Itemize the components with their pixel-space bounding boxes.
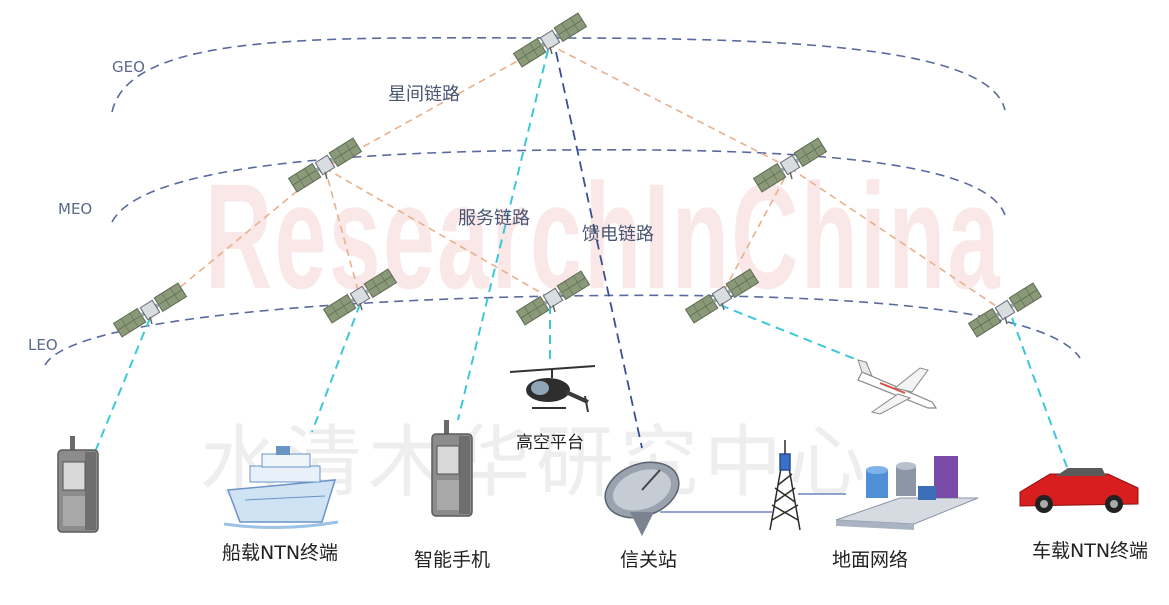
satellite-icon bbox=[287, 137, 363, 193]
handset-icon bbox=[57, 435, 99, 533]
satellite-icon bbox=[515, 270, 591, 326]
feeder-links bbox=[555, 51, 643, 449]
ship-terminal-label: 船载NTN终端 bbox=[222, 542, 339, 564]
intersatellite-link-label: 星间链路 bbox=[388, 84, 460, 105]
meo-orbit bbox=[111, 149, 1006, 223]
data-center-icon bbox=[835, 456, 979, 530]
cruise-ship-icon bbox=[223, 446, 339, 530]
gateway-label: 信关站 bbox=[620, 549, 678, 571]
satellite-icon bbox=[752, 137, 828, 193]
vehicle-terminal-label: 车载NTN终端 bbox=[1032, 540, 1149, 562]
feeder-link-label: 馈电链路 bbox=[582, 224, 654, 245]
orbit-label-leo: LEO bbox=[28, 336, 58, 354]
dish-antenna-icon bbox=[604, 461, 680, 536]
satellite-icon bbox=[967, 282, 1043, 338]
ground-links bbox=[660, 493, 846, 513]
satellite-icon bbox=[512, 12, 588, 68]
watermark-en: ResearchInChina bbox=[205, 152, 1002, 320]
satellite-icon bbox=[112, 282, 188, 338]
handset-icon bbox=[431, 419, 473, 517]
leo-orbit bbox=[44, 294, 1081, 366]
smartphone-label: 智能手机 bbox=[414, 549, 491, 571]
service-links bbox=[94, 49, 1069, 471]
service-link-label: 服务链路 bbox=[458, 208, 530, 229]
haps-label: 高空平台 bbox=[516, 433, 584, 453]
orbit-arcs bbox=[44, 36, 1081, 366]
orbit-label-meo: MEO bbox=[58, 200, 93, 218]
geo-orbit bbox=[111, 36, 1006, 113]
sports-car-icon bbox=[1019, 468, 1139, 513]
helicopter-icon bbox=[509, 365, 596, 413]
satellite-icon bbox=[322, 268, 398, 324]
ground-network-label: 地面网络 bbox=[832, 549, 909, 571]
cell-tower-icon bbox=[769, 440, 801, 531]
intersatellite-links bbox=[149, 43, 1006, 313]
airplane-icon bbox=[857, 359, 938, 415]
orbit-label-geo: GEO bbox=[112, 58, 145, 76]
